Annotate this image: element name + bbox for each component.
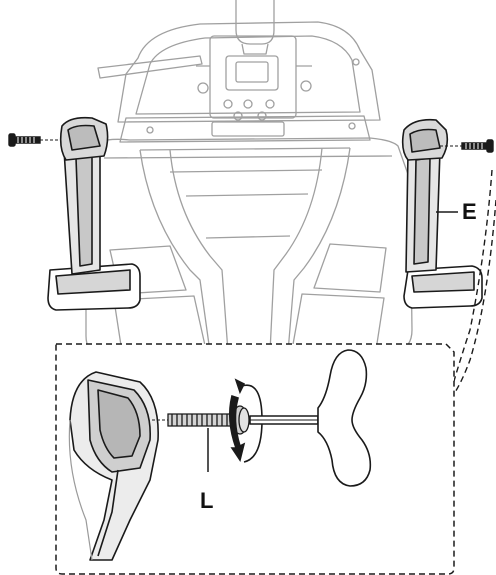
part-label-e: E bbox=[462, 199, 477, 224]
detail-inset bbox=[55, 343, 455, 575]
zoomed-bumper bbox=[68, 371, 159, 561]
machine-body-outline bbox=[85, 0, 413, 357]
part-label-l: L bbox=[200, 488, 214, 513]
screw-icon bbox=[440, 139, 494, 153]
right-side-bumper bbox=[401, 118, 483, 309]
t-handle-screwdriver-icon bbox=[249, 349, 372, 487]
screw-icon bbox=[8, 133, 58, 147]
left-side-bumper bbox=[47, 116, 141, 311]
